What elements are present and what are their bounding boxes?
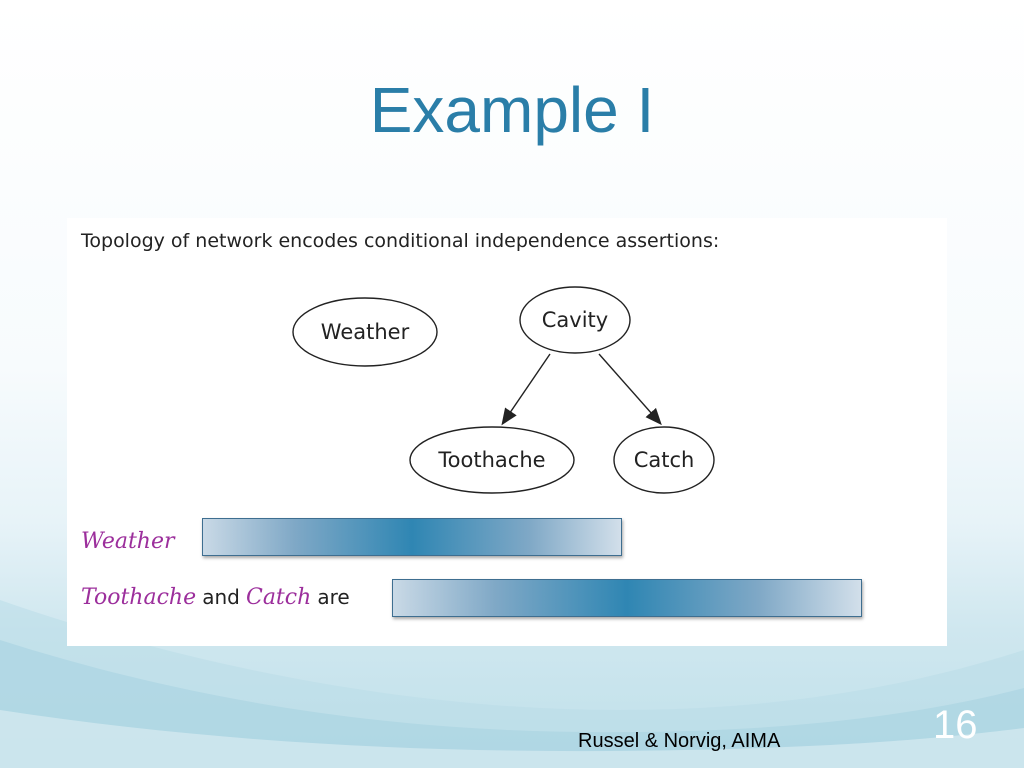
hidden-answer-bar-1 [202,518,622,556]
node-cavity: Cavity [519,286,631,354]
node-weather-label: Weather [321,320,410,344]
assertion-word-and: and [202,585,240,609]
assertion-word-are: are [317,585,350,609]
bayes-network-diagram: Weather Cavity Toothache Catch [292,286,715,494]
node-weather: Weather [292,297,438,367]
node-toothache: Toothache [409,426,575,494]
edge-cavity-catch [598,353,662,426]
node-toothache-label: Toothache [437,448,545,472]
node-cavity-label: Cavity [542,308,608,332]
figure-caption: Topology of network encodes conditional … [81,230,720,252]
assertion-line-1: Weather [81,528,175,554]
node-catch-label: Catch [634,448,695,472]
network-figure: Topology of network encodes conditional … [67,218,947,646]
assertion-var-catch: Catch [245,585,312,610]
slide-page-number: 16 [933,703,978,747]
assertion-var-toothache: Toothache [81,585,197,610]
edge-cavity-toothache [501,353,551,426]
assertion-line-2: Toothache and Catch are [81,584,350,610]
node-catch: Catch [613,426,715,494]
hidden-answer-bar-2 [392,579,862,617]
slide-footer-citation: Russel & Norvig, AIMA [578,730,781,752]
assertion-var-weather: Weather [81,529,175,554]
slide-title: Example I [369,74,655,146]
